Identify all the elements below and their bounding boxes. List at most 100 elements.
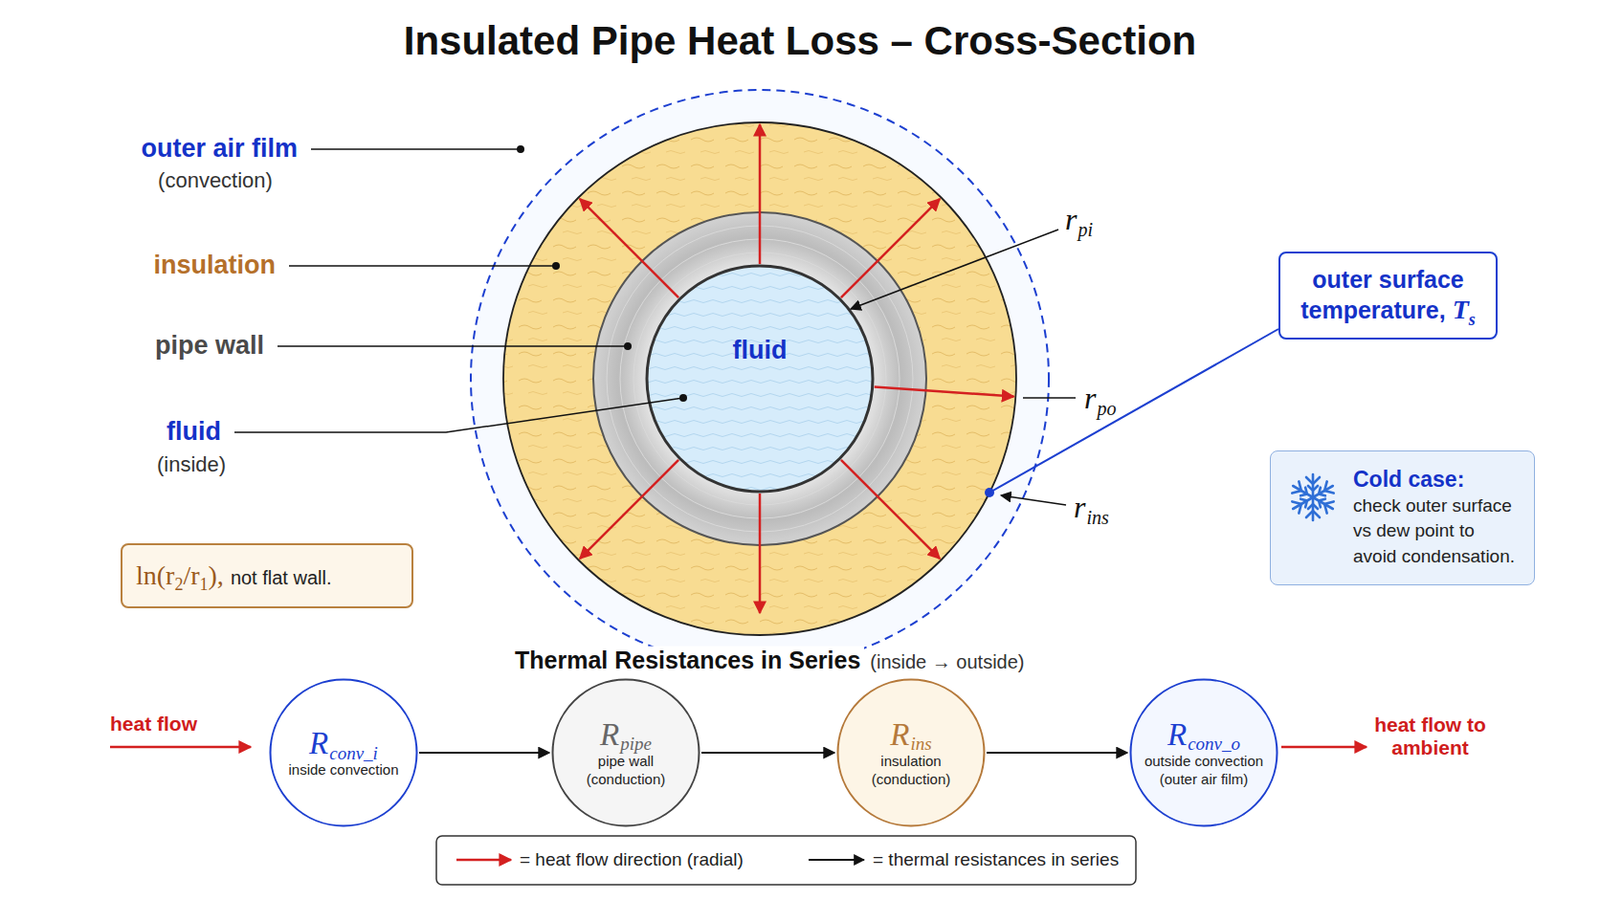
label: heat flow to ambient [1370,713,1490,760]
legend-sample-black [808,859,865,862]
callout-box: outer surface temperature,Ts [1278,251,1498,340]
node-text: conv_o [1187,733,1241,755]
label-group: fluid [733,335,788,366]
label: Thermal Resistances in Series [511,646,865,674]
label: r [1065,201,1077,237]
text-line: pipe wall (conduction) [573,753,679,790]
label: fluid [166,417,222,446]
resistance-circle: Rconv_ooutside convection (outer air fil… [1129,678,1279,828]
series-connector [701,752,835,755]
label: po [1096,398,1116,420]
node-text: ), [208,560,224,591]
node-text: ln(r [135,560,175,591]
label-group: heat flow to ambient [1370,713,1490,760]
leader-lines [234,149,1076,506]
label: r [1073,489,1086,525]
node-text: insulation (conduction) [871,753,952,788]
label: insulation [154,250,277,280]
circle-shape [838,680,985,827]
label-group: insulation [154,250,277,281]
node-text: Cold case: [1353,466,1465,492]
label: (inside → outside) [864,651,1028,673]
title: Insulated Pipe Heat Loss – Cross-Section [403,18,1198,65]
node-text: not flat wall. [230,567,333,589]
circle-text: Rinsinsulation (conduction) [858,717,964,790]
label: fluid [733,335,788,365]
label: heat flow [110,712,198,735]
node-text: outer surface temperature, [1300,266,1464,324]
resistance-circle: Rconv_iinside convection [268,678,419,828]
series-connector [419,752,550,755]
label-group: (inside) [156,452,226,477]
text-line: outside convection (outer air film) [1136,753,1271,790]
label: r [1084,380,1096,416]
text-line: Cold case: [1353,466,1523,494]
node-text: R [600,717,620,753]
fluid-core [646,266,873,492]
node-text: 1 [200,575,209,595]
label-group: rpi [1065,201,1093,238]
circle-shape [553,680,700,827]
text-line: outer surface temperature,Ts [1289,265,1487,327]
legend-sample-red [456,859,512,863]
label-group: heat flow [110,712,198,736]
node-text: check outer surface vs dew point to avoi… [1353,495,1515,567]
legend-box [436,836,1136,886]
node-text: 2 [174,575,183,595]
text-line: check outer surface vs dew point to avoi… [1353,493,1523,571]
node-text: pipe [620,733,652,755]
legend-item: = heat flow direction (radial) [519,849,744,871]
node-text: pipe wall (conduction) [586,753,667,788]
text-line: Rconv_o [1136,717,1271,754]
node-text: outside convection (outer air film) [1144,753,1264,788]
circle-text: Rconv_iinside convection [276,726,411,780]
heat-out-arrow [1281,746,1367,750]
node-text: R [1167,717,1187,753]
node-text: conv_i [329,743,378,764]
surface-leader [989,329,1279,493]
leader-dots [516,145,688,402]
snowflake-icon [1286,470,1340,525]
label: outer air film [140,133,298,163]
circle-text: Rconv_ooutside convection (outer air fil… [1136,717,1271,790]
resistance-circle: Rpipepipe wall (conduction) [551,678,701,828]
label-group: outer air film [140,133,298,164]
label-group: rpo [1084,380,1116,417]
label-group: fluid [166,417,222,447]
node-text: ins [910,733,932,755]
text-line: ln(r2/r1), not flat wall. [135,560,332,592]
formula-box: ln(r2/r1), not flat wall. [120,543,414,609]
node-text: /r [182,560,200,591]
node-text: R [889,717,910,753]
note-box: Cold case: check outer surface vs dew poi… [1269,450,1535,586]
label-group: Thermal Resistances in Series(inside → o… [511,646,1028,675]
label-group: rins [1073,489,1110,526]
text-line: Rins [858,717,964,754]
air-film-outline [470,89,1049,668]
circle-text: Rpipepipe wall (conduction) [573,717,679,790]
text-line: insulation (conduction) [858,753,964,790]
label: (convection) [157,168,273,193]
circle-shape [1131,680,1278,827]
text-line: Rpipe [573,717,679,754]
label: pipe wall [155,331,265,360]
node-text: inside convection [288,761,399,778]
node-text: s [1468,310,1476,330]
label-group: pipe wall [155,331,265,361]
circle-shape [270,680,418,827]
node-text: R [309,726,329,761]
text-line: inside convection [276,761,411,780]
legend-text: = heat flow direction (radial) [519,849,744,870]
node-text: T [1452,294,1469,325]
label-group: (convection) [157,168,273,193]
insulation-layer [503,122,1017,636]
surface-dot [984,488,995,498]
label: pi [1077,219,1093,241]
legend-item: = thermal resistances in series [872,849,1119,871]
text-line: Rconv_i [276,726,411,762]
radial-heat-arrows [579,124,1015,614]
label: ins [1086,507,1109,529]
legend-text: = thermal resistances in series [872,849,1119,870]
